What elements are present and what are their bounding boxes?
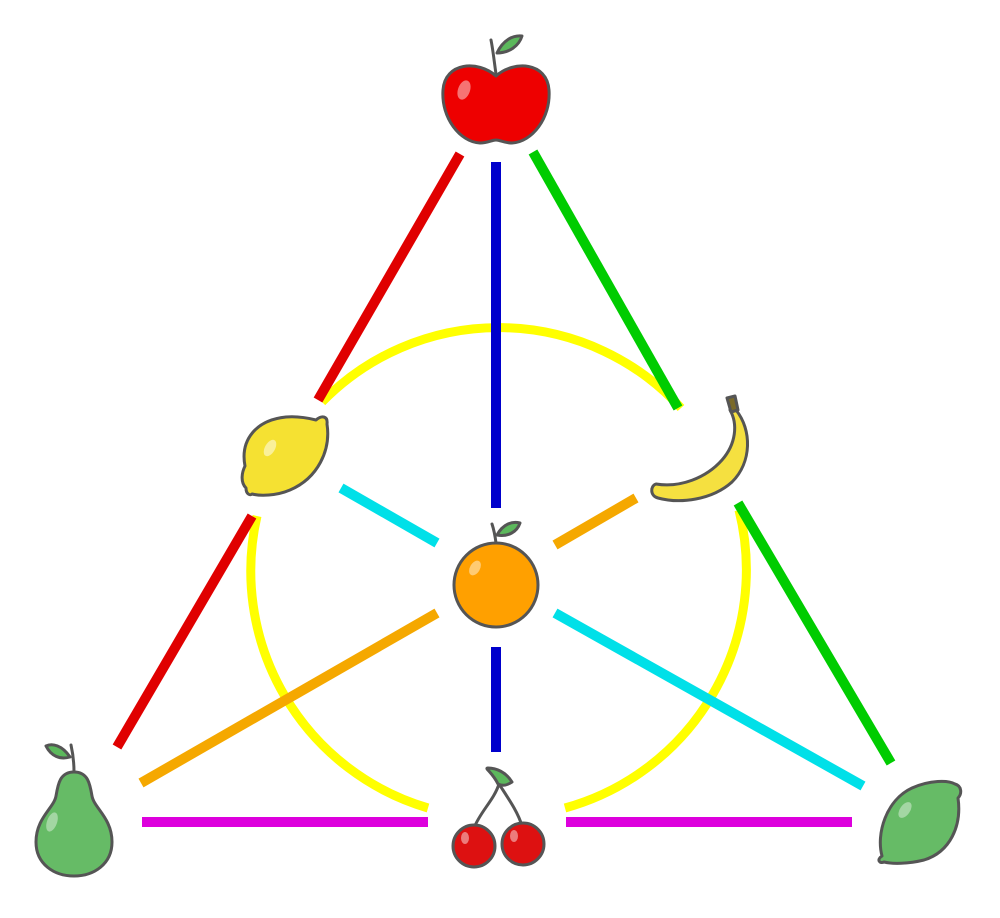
cherry-icon (451, 766, 546, 869)
orange-icon (452, 520, 540, 629)
lemon-icon (240, 415, 330, 497)
orange-line (138, 493, 639, 788)
green-line (528, 149, 896, 766)
red-line (112, 151, 465, 750)
banana-icon (650, 394, 749, 503)
pear-icon (34, 743, 114, 878)
lime-icon (877, 779, 963, 865)
apple-icon (441, 34, 551, 145)
cyan-line (338, 483, 866, 791)
